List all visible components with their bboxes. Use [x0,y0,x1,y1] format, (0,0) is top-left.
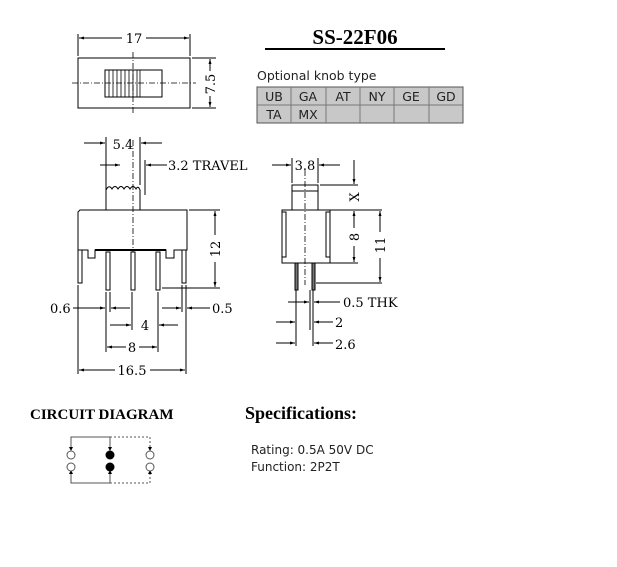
circuit-diagram [66,436,155,484]
dim-pin-gap: 2 [335,316,343,331]
spec-rating: Rating: 0.5A 50V DC [251,443,374,457]
dim-top-height: 7.5 [204,74,219,95]
specs-heading: Specifications: [245,403,357,423]
knob-cell: UB [265,89,283,104]
knob-cell: GE [402,89,420,104]
dim-side-body-height: 8 [348,233,363,241]
spec-function: Function: 2P2T [251,460,340,474]
side-view: 3.8 X 8 11 0.5 THK 2 2.6 [272,158,398,353]
dim-side-total-height: 11 [374,237,389,254]
page-title: SS-22F06 [312,25,397,49]
knob-type-table: UB GA AT NY GE GD TA MX [256,86,464,124]
dim-travel: 3.2 TRAVEL [168,159,248,174]
dim-top-width: 17 [126,32,143,47]
dim-pin-outer: 2.6 [335,338,356,353]
dim-knob-width: 5.4 [113,138,134,153]
dim-pin-span: 8 [128,341,136,356]
knob-cell: GD [436,89,455,104]
knob-cell: TA [265,107,282,122]
knob-cell: AT [335,89,351,104]
dim-pin-pitch: 4 [141,319,149,334]
front-view: 5.4 3.2 TRAVEL 12 0.6 0.5 4 8 [50,137,248,379]
knob-table-caption: Optional knob type [257,68,377,83]
top-view: 17 7.5 [72,32,219,114]
dim-thickness: 0.5 THK [343,296,398,311]
knob-cell: NY [369,89,386,104]
circuit-heading: CIRCUIT DIAGRAM [30,407,173,423]
knob-cell: MX [298,107,318,122]
dim-pin-width: 0.6 [50,302,71,317]
dim-knob-height: X [348,192,363,202]
knob-cell: GA [299,89,318,104]
dim-side-pin-width: 0.5 [212,302,233,317]
dim-side-knob-width: 3.8 [295,159,316,174]
dim-total-width: 16.5 [118,364,147,379]
dim-body-height: 12 [209,241,224,258]
